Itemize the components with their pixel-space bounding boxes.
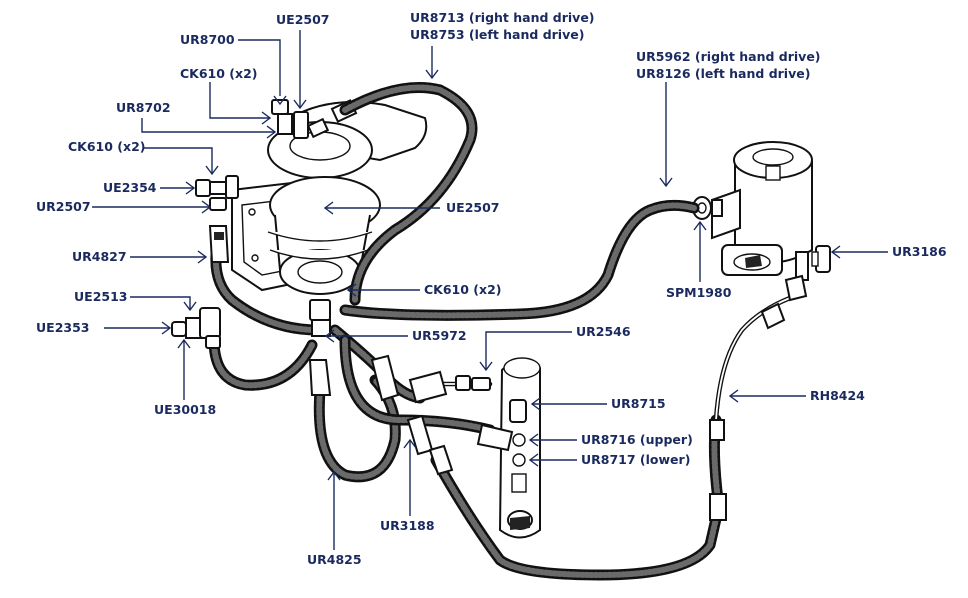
label-ck610-mid[interactable]: CK610 (x2) [424, 282, 502, 297]
label-ur8753[interactable]: UR8753 (left hand drive) [410, 27, 585, 42]
label-ur8717[interactable]: UR8717 (lower) [581, 452, 691, 467]
label-ue2354[interactable]: UE2354 [103, 180, 157, 195]
ram-cylinder [498, 357, 541, 539]
label-ue30018[interactable]: UE30018 [154, 402, 217, 417]
pump-assembly [231, 100, 428, 295]
reservoir-fittings [692, 196, 831, 273]
label-ue2507-top[interactable]: UE2507 [276, 12, 330, 27]
label-ur8713[interactable]: UR8713 (right hand drive) [410, 10, 595, 25]
hoses [208, 82, 724, 581]
metal-tubes [417, 277, 803, 423]
label-rh8424[interactable]: RH8424 [810, 388, 865, 403]
label-ur4827[interactable]: UR4827 [72, 249, 127, 264]
label-ur8715[interactable]: UR8715 [611, 396, 666, 411]
label-ur5962[interactable]: UR5962 (right hand drive) [636, 49, 821, 64]
label-ur2507[interactable]: UR2507 [36, 199, 91, 214]
label-ur3186[interactable]: UR3186 [892, 244, 947, 259]
label-ur8700[interactable]: UR8700 [180, 32, 235, 47]
label-ur8126[interactable]: UR8126 (left hand drive) [636, 66, 811, 81]
label-ue2513[interactable]: UE2513 [74, 289, 128, 304]
label-ck610-left[interactable]: CK610 (x2) [68, 139, 146, 154]
label-ur2546[interactable]: UR2546 [576, 324, 631, 339]
label-ur4825[interactable]: UR4825 [307, 552, 362, 567]
label-spm1980[interactable]: SPM1980 [666, 285, 732, 300]
label-ue2507-mid[interactable]: UE2507 [446, 200, 500, 215]
label-ur8702[interactable]: UR8702 [116, 100, 171, 115]
label-ur8716[interactable]: UR8716 (upper) [581, 432, 693, 447]
leader-lines [92, 30, 888, 550]
label-ck610-top[interactable]: CK610 (x2) [180, 66, 258, 81]
label-ue2353[interactable]: UE2353 [36, 320, 90, 335]
label-ur5972[interactable]: UR5972 [412, 328, 467, 343]
label-ur3188[interactable]: UR3188 [380, 518, 435, 533]
reservoir [711, 141, 813, 281]
fittings [171, 175, 808, 521]
